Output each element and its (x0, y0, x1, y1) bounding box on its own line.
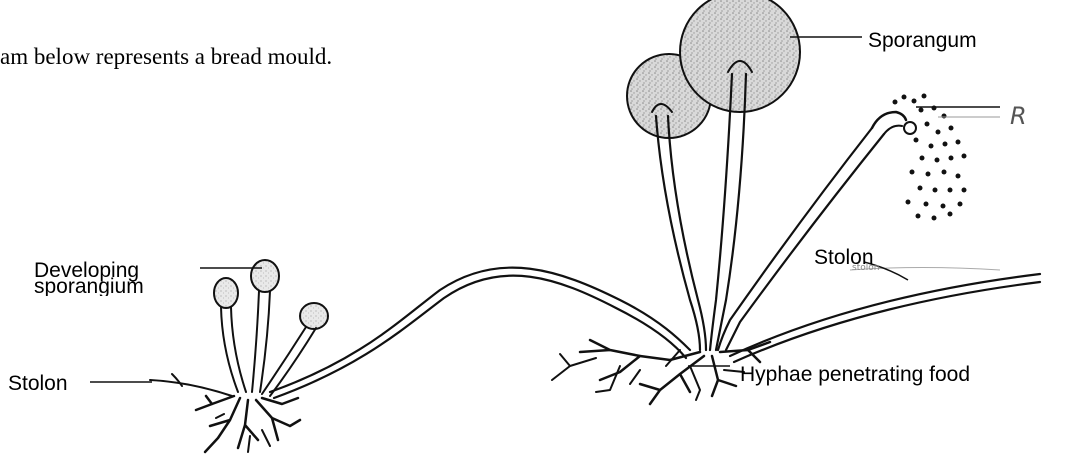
left-colony (150, 260, 690, 452)
leader-lines (90, 37, 1000, 382)
released-spores (893, 94, 967, 221)
developing-sporangium-3 (300, 303, 328, 329)
r-label: R (1010, 102, 1027, 130)
developing-sporangium-2 (251, 260, 279, 292)
right-rhizoids (552, 340, 770, 404)
left-rhizoids (196, 396, 300, 452)
sporangium-front (680, 0, 800, 112)
stolon-left-label: Stolon (8, 373, 68, 394)
stolon-right-label: Stolon (814, 247, 874, 268)
developing-sporangium-1 (214, 278, 238, 308)
hyphae-label: Hyphae penetrating food (740, 364, 970, 385)
developing-label-line2: sporangium (34, 276, 144, 296)
right-colony (552, 0, 1040, 404)
sporangium-label: Sporangum (868, 30, 977, 51)
